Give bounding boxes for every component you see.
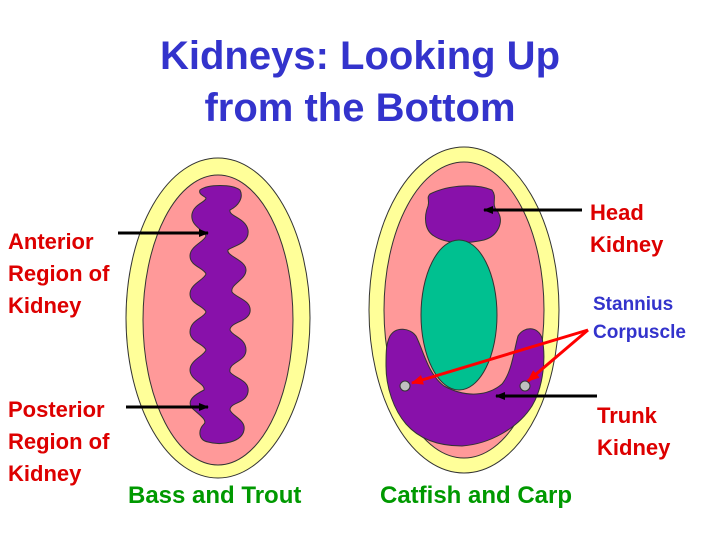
gut-oval bbox=[420, 239, 498, 391]
stannius-corpuscle-label: Stannius Corpuscle bbox=[593, 291, 686, 347]
trunk-kidney-label: Trunk Kidney bbox=[597, 400, 670, 464]
stannius-label-line-1: Stannius bbox=[593, 294, 674, 315]
title-line-1: Kidneys: Looking Up bbox=[160, 34, 560, 78]
stannius-corpuscle-right bbox=[519, 380, 531, 392]
anterior-region-label: Anterior Region of Kidney bbox=[8, 226, 109, 322]
trunk-kidney-label-line-2: Kidney bbox=[597, 435, 671, 460]
posterior-region-label: Posterior Region of Kidney bbox=[8, 394, 109, 490]
head-kidney-shape bbox=[425, 185, 501, 244]
head-kidney-label-line-1: Head bbox=[590, 200, 644, 225]
anterior-label-line-3: Kidney bbox=[8, 293, 82, 318]
anterior-label-line-2: Region of bbox=[8, 261, 110, 286]
stannius-arrow-right bbox=[527, 328, 589, 383]
trunk-kidney-shape bbox=[385, 328, 545, 447]
posterior-label-line-3: Kidney bbox=[8, 461, 82, 486]
head-kidney-label: Head Kidney bbox=[590, 197, 663, 261]
bass-trout-caption: Bass and Trout bbox=[128, 482, 302, 509]
stannius-label-line-2: Corpuscle bbox=[593, 322, 686, 343]
stannius-arrow-left bbox=[411, 328, 589, 385]
slide-title: Kidneys: Looking Up from the Bottom bbox=[0, 30, 720, 134]
bass-trout-section bbox=[125, 157, 311, 479]
posterior-label-line-2: Region of bbox=[8, 429, 110, 454]
anterior-label-line-1: Anterior bbox=[8, 229, 94, 254]
catfish-carp-section bbox=[368, 146, 560, 474]
catfish-carp-caption: Catfish and Carp bbox=[380, 482, 573, 509]
left-kidney bbox=[189, 185, 251, 444]
trunk-kidney-label-line-1: Trunk bbox=[597, 403, 657, 428]
stannius-corpuscle-left bbox=[399, 380, 411, 392]
title-line-2: from the Bottom bbox=[204, 86, 516, 130]
head-kidney-label-line-2: Kidney bbox=[590, 232, 664, 257]
posterior-label-line-1: Posterior bbox=[8, 397, 105, 422]
